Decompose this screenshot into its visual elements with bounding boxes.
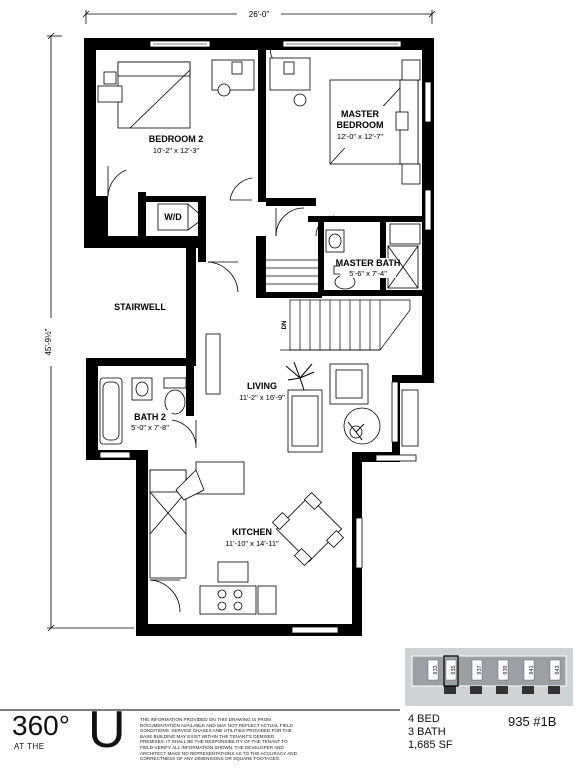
bath2-fixtures [99, 377, 187, 445]
washer-dryer [157, 203, 205, 231]
unit-summary: 4 BED 3 BATH 1,685 SF [408, 713, 453, 752]
bedroom2-name: BEDROOM 2 [149, 134, 204, 144]
floor-plan: 26'-0" 45'-9½" [44, 8, 573, 706]
master-bath-name: MASTER BATH [336, 258, 401, 268]
bedroom2-furniture [97, 59, 255, 129]
master-bedroom-name-2: BEDROOM [337, 120, 384, 130]
width-dimension-label: 26'-0" [249, 10, 270, 19]
master-bath-dims: 5'-6" x 7'-4" [349, 269, 387, 278]
doors [107, 47, 335, 613]
kitchen-fixtures [149, 461, 277, 615]
living-name: LIVING [247, 381, 277, 391]
keyplan-unit-941: 941 [529, 665, 535, 674]
range-icon [199, 585, 257, 615]
dining-table-icon [271, 491, 345, 567]
stairwell-name: STAIRWELL [114, 302, 166, 312]
master-bedroom-dims: 12'-0" x 12'-7" [337, 132, 383, 141]
baths-count: 3 BATH [408, 726, 446, 738]
master-bath-fixtures [325, 223, 421, 290]
logo-at-the: AT THE [14, 742, 45, 751]
stair [262, 259, 411, 351]
sink-icon [217, 561, 249, 583]
wd-label: W/D [164, 212, 182, 222]
nightstand-icon [401, 59, 421, 81]
nightstand-icon [401, 163, 421, 185]
keyplan-unit-937: 937 [477, 665, 483, 674]
master-bedroom-name-1: MASTER [341, 109, 380, 119]
footer-rule [0, 709, 400, 711]
keyplan-unit-943: 943 [555, 665, 561, 674]
keyplan-unit-939: 939 [503, 665, 509, 674]
kitchen-name: KITCHEN [232, 527, 272, 537]
interior-walls [96, 38, 422, 416]
footer [0, 706, 579, 768]
logo-360: 360° [12, 710, 70, 741]
windows [99, 40, 432, 634]
kitchen-dims: 11'-10" x 14'-11" [225, 539, 279, 548]
keyplan-unit-933: 933 [433, 665, 439, 674]
beds-count: 4 BED [408, 713, 440, 725]
desk-icon [211, 59, 255, 91]
unit-number: 935 #1B [508, 714, 557, 729]
square-footage: 1,685 SF [408, 739, 453, 751]
keyplan-unit-935: 935 [451, 665, 457, 674]
disclaimer-text: The information provided on this drawing… [140, 717, 297, 762]
height-dimension-label: 45'-9½" [44, 328, 53, 355]
stair-down-label: DN [282, 321, 288, 330]
bath2-dims: 5'-0" x 7'-8" [131, 423, 169, 432]
tv-console-icon [205, 333, 221, 395]
living-dims: 11'-2" x 16'-9" [239, 393, 285, 402]
logo-u: U [88, 701, 126, 759]
keyplan-highlight [443, 655, 459, 687]
bath2-name: BATH 2 [134, 412, 166, 422]
nightstand-icon [97, 85, 123, 103]
bedroom2-dims: 10'-2" x 12'-3" [153, 146, 199, 155]
upper-cabinet-icon [195, 461, 245, 495]
key-plan [405, 648, 573, 706]
living-furniture [205, 333, 419, 453]
plant-icon [285, 361, 365, 441]
